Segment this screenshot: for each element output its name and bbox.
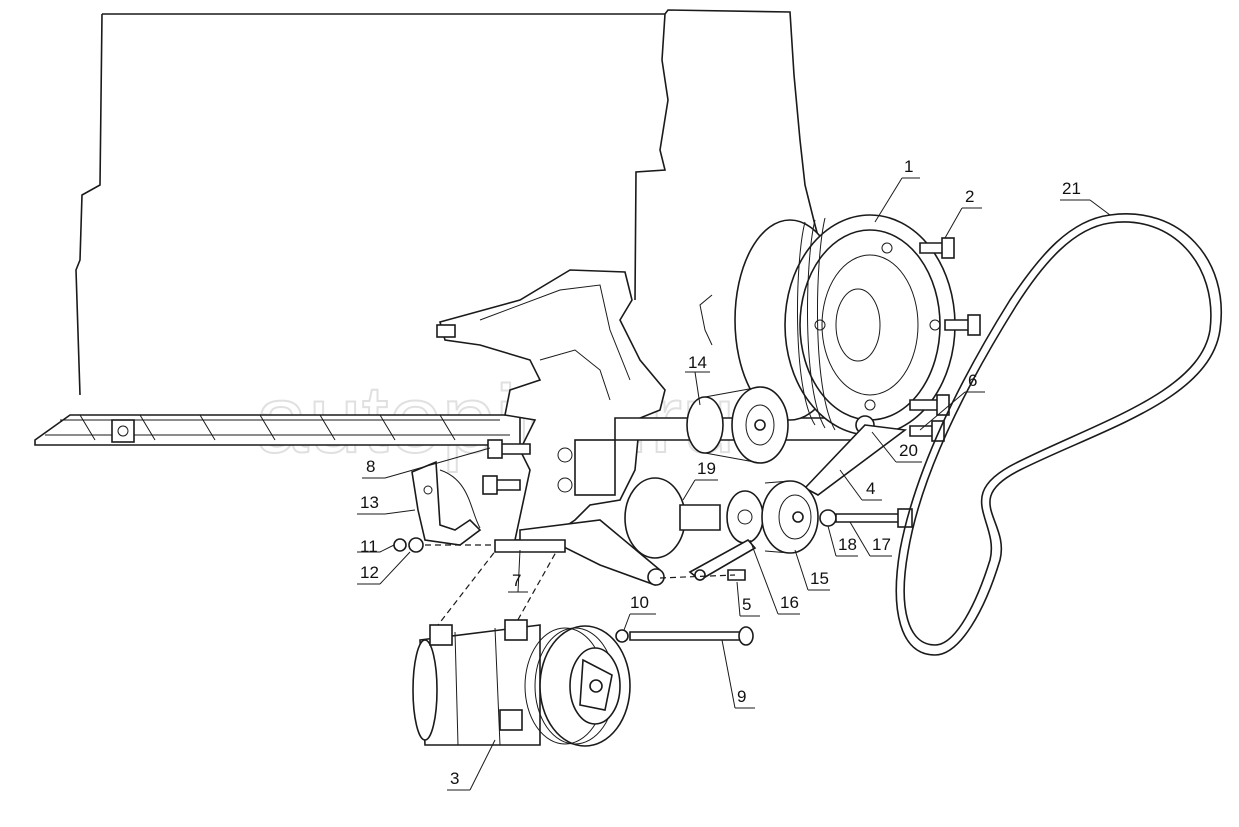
nut bbox=[393, 538, 407, 552]
callout-label-4: 4 bbox=[866, 479, 875, 498]
callout-label-10: 10 bbox=[630, 593, 649, 612]
callout-label-16: 16 bbox=[780, 593, 799, 612]
ac-compressor bbox=[412, 619, 631, 747]
callout-17: 17 bbox=[849, 521, 892, 557]
callout-6: 6 bbox=[919, 371, 985, 431]
callout-15: 15 bbox=[794, 549, 830, 591]
callout-18: 18 bbox=[827, 525, 858, 557]
callout-label-15: 15 bbox=[810, 569, 829, 588]
callout-1: 1 bbox=[874, 157, 920, 223]
callout-label-18: 18 bbox=[838, 535, 857, 554]
callout-12: 12 bbox=[357, 551, 411, 585]
callout-label-20: 20 bbox=[899, 441, 918, 460]
callout-2: 2 bbox=[944, 187, 982, 239]
callout-14: 14 bbox=[685, 353, 710, 406]
callout-21: 21 bbox=[1060, 179, 1111, 216]
bracket-rail bbox=[34, 414, 521, 446]
callout-label-14: 14 bbox=[688, 353, 707, 372]
callout-label-7: 7 bbox=[512, 571, 521, 590]
main-bracket bbox=[436, 269, 666, 587]
callout-label-12: 12 bbox=[360, 563, 379, 582]
serpentine-belt bbox=[895, 213, 1223, 656]
callout-label-8: 8 bbox=[366, 457, 375, 476]
callout-label-13: 13 bbox=[360, 493, 379, 512]
callout-7: 7 bbox=[508, 549, 528, 593]
callout-11: 11 bbox=[357, 537, 395, 556]
crankshaft-damper-pulley bbox=[699, 214, 956, 436]
dashed-axis-compressor-left bbox=[437, 544, 501, 626]
link-bolt bbox=[727, 569, 746, 581]
callout-label-6: 6 bbox=[968, 371, 977, 390]
callout-13: 13 bbox=[357, 493, 416, 515]
callout-label-11: 11 bbox=[360, 537, 378, 556]
callout-16: 16 bbox=[749, 539, 800, 615]
link-washer bbox=[694, 569, 706, 581]
dashed-axis-link bbox=[659, 574, 736, 579]
washer bbox=[408, 537, 424, 553]
callout-label-21: 21 bbox=[1062, 179, 1081, 198]
idler-pulley-lower bbox=[624, 477, 819, 559]
callout-label-19: 19 bbox=[697, 459, 716, 478]
callout-label-3: 3 bbox=[450, 769, 459, 788]
callout-label-2: 2 bbox=[965, 187, 974, 206]
callout-label-5: 5 bbox=[742, 595, 751, 614]
callout-label-17: 17 bbox=[872, 535, 891, 554]
callout-9: 9 bbox=[721, 639, 755, 709]
callout-19: 19 bbox=[682, 459, 718, 501]
callout-4: 4 bbox=[839, 469, 882, 501]
callout-20: 20 bbox=[871, 431, 922, 463]
callout-10: 10 bbox=[623, 593, 656, 631]
engine-block-outline bbox=[75, 9, 826, 396]
callout-label-1: 1 bbox=[904, 157, 913, 176]
callout-3: 3 bbox=[447, 739, 496, 791]
dashed-axis-compressor-right bbox=[514, 544, 561, 626]
tensioner-bolt bbox=[819, 508, 913, 528]
callout-label-9: 9 bbox=[737, 687, 746, 706]
pulley-bolts bbox=[909, 237, 981, 442]
bracket-bolts bbox=[482, 439, 531, 495]
compressor-bolt bbox=[615, 626, 754, 646]
callout-5: 5 bbox=[736, 581, 760, 617]
support-bracket bbox=[411, 460, 482, 546]
bracket-sleeve bbox=[494, 539, 566, 553]
idler-pulley-upper bbox=[686, 386, 789, 464]
callout-8: 8 bbox=[362, 447, 491, 479]
